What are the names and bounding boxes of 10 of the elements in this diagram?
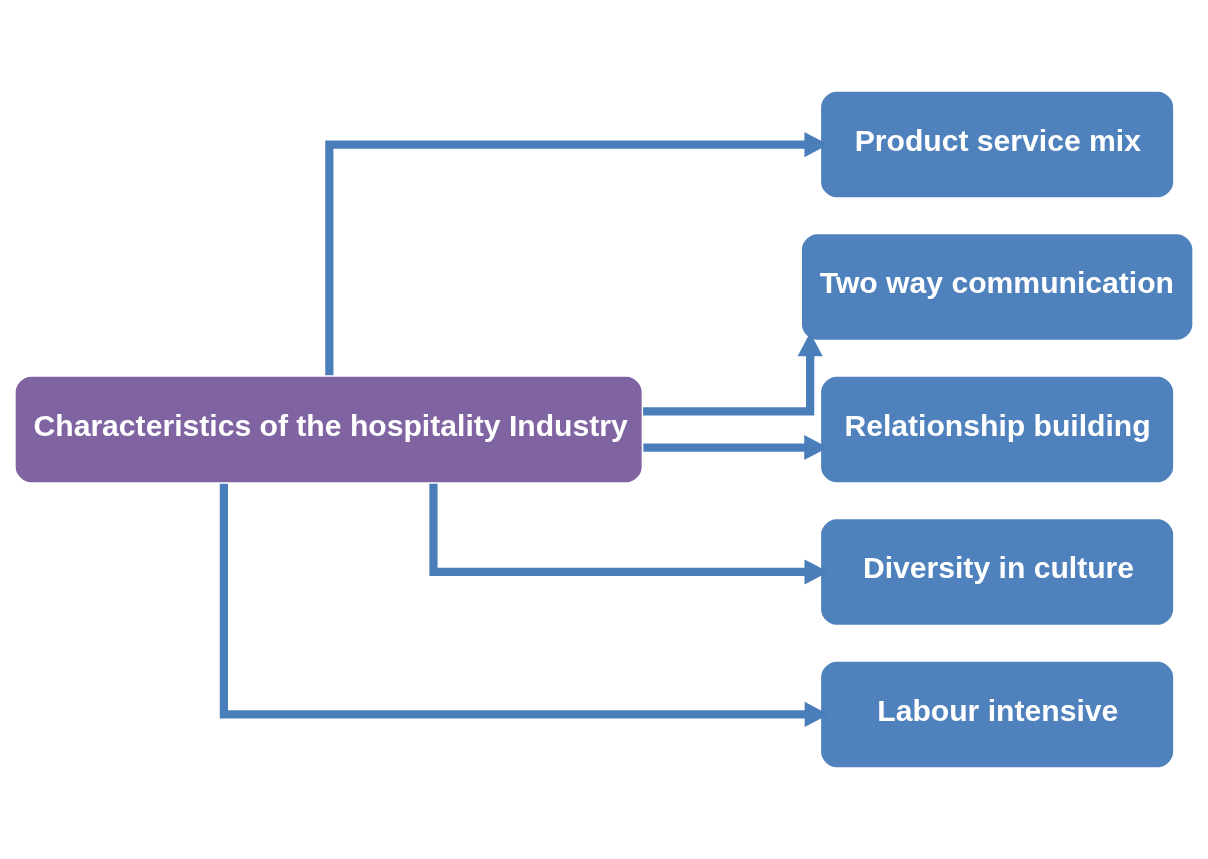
node-box: Two way communication (799, 231, 1196, 343)
node-box: Relationship building (818, 374, 1176, 485)
node-box: Characteristics of the hospitality Industry (12, 374, 645, 485)
node-box: Product service mix (818, 89, 1176, 201)
arrow (643, 332, 823, 416)
node-box: Diversity in culture (818, 516, 1176, 628)
arrow (429, 483, 829, 585)
arrow (219, 483, 829, 727)
arrow (325, 132, 829, 376)
node-box: Labour intensive (818, 658, 1176, 770)
